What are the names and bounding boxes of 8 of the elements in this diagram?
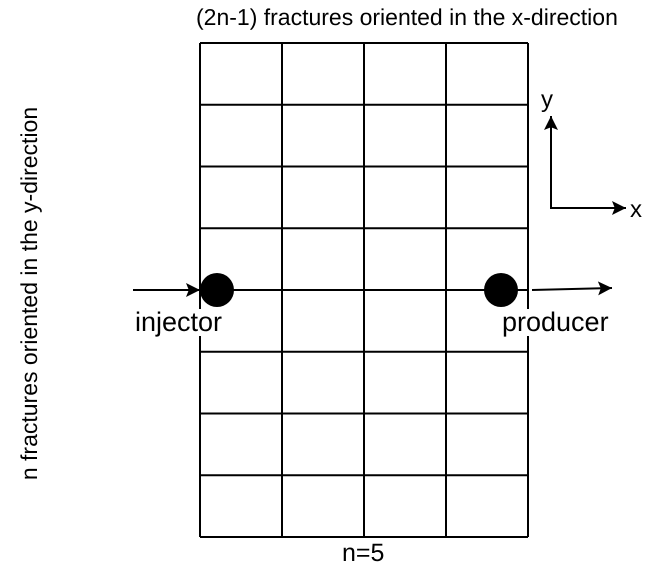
heading-text: (2n-1) fractures oriented in the x-direction <box>196 6 618 29</box>
well-label: producer <box>502 309 609 336</box>
well-dot <box>484 273 518 307</box>
well-label: injector <box>135 309 222 336</box>
arrow <box>532 281 612 296</box>
arrow <box>133 283 200 297</box>
well-dot <box>200 273 234 307</box>
axis-caption: n fractures oriented in the y-direction <box>18 106 42 480</box>
